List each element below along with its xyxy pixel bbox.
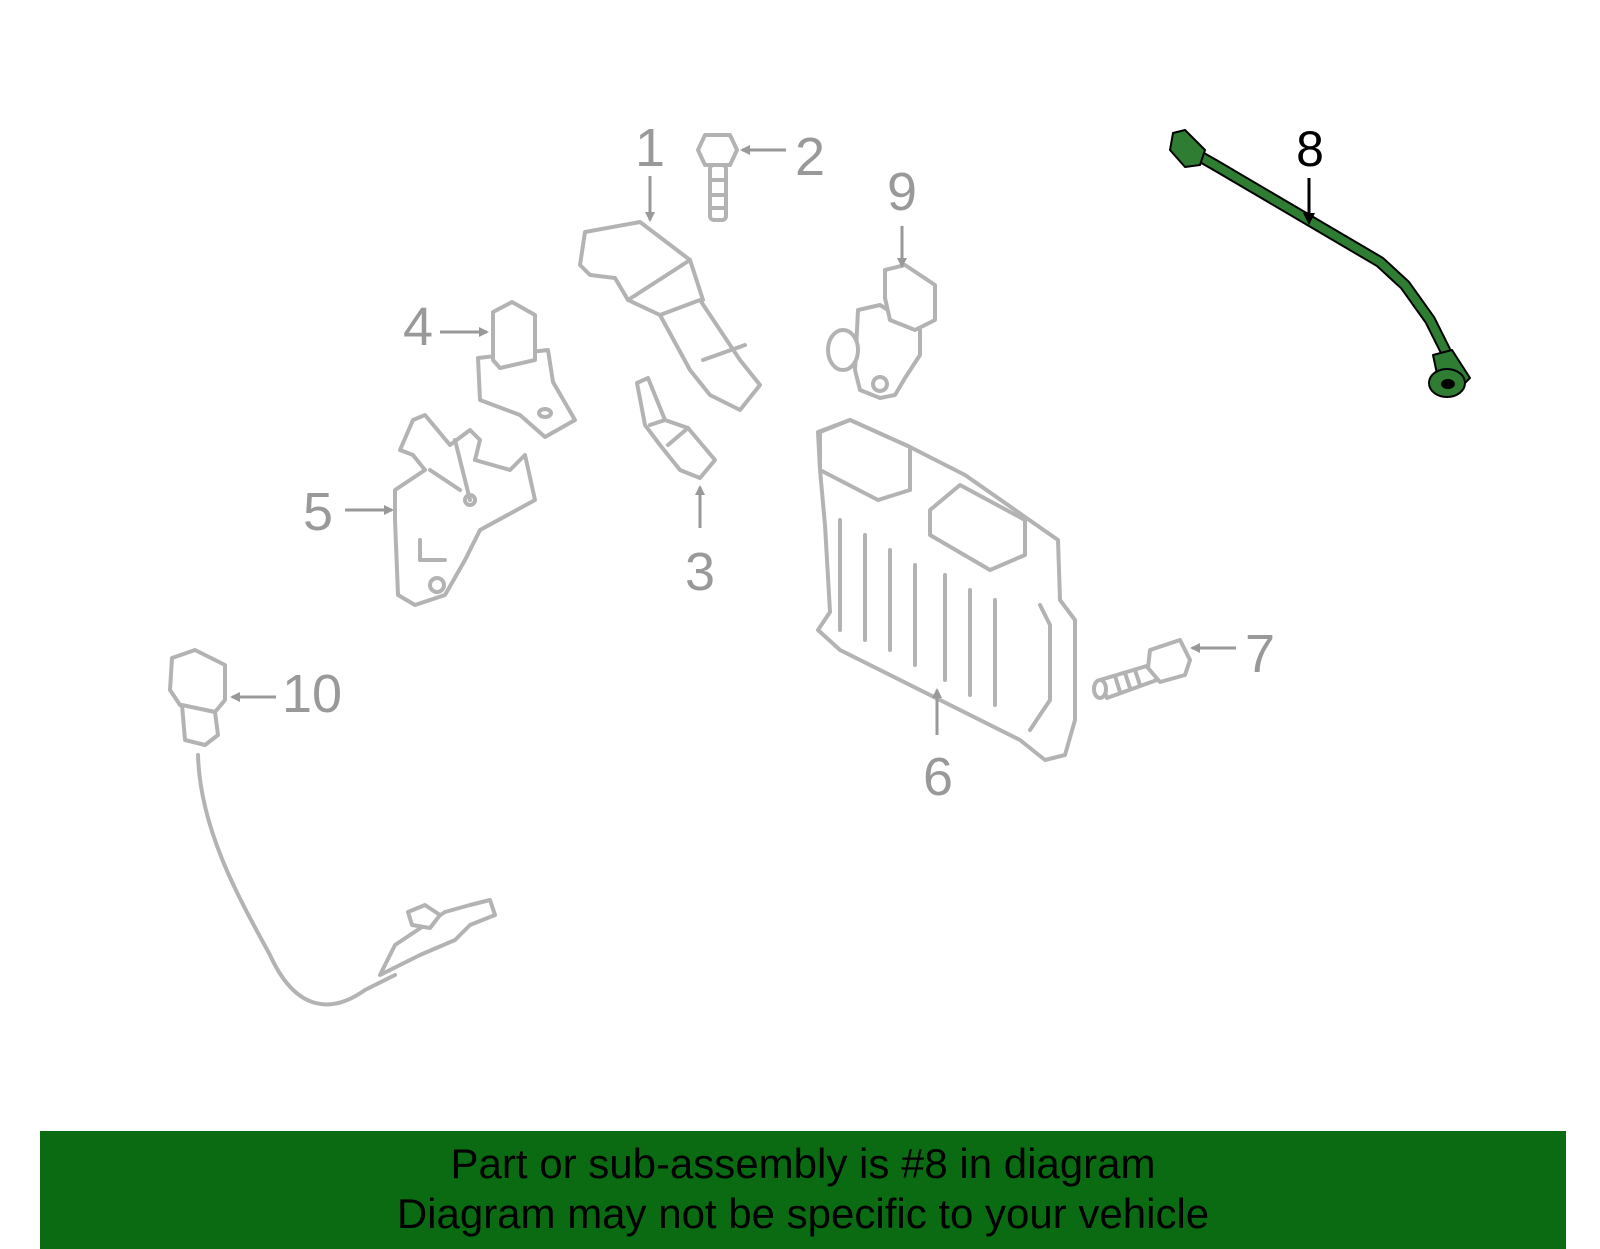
callout-7: 7: [1245, 624, 1275, 684]
part-1-ignition-coil[interactable]: [578, 220, 762, 412]
callout-4: 4: [403, 297, 433, 357]
callout-5: 5: [303, 482, 333, 542]
callout-10: 10: [282, 664, 342, 724]
callout-8: 8: [1296, 121, 1324, 177]
callout-9: 9: [887, 162, 917, 222]
part-info-banner: Part or sub-assembly is #8 in diagram Di…: [40, 1131, 1566, 1249]
part-2-bolt[interactable]: [696, 133, 739, 222]
part-7-bolt[interactable]: [1092, 638, 1192, 700]
part-3-spark-plug[interactable]: [635, 376, 717, 480]
part-10-wired-sensor[interactable]: [168, 648, 497, 1007]
callout-1: 1: [635, 118, 665, 178]
part-9-cam-sensor[interactable]: [826, 263, 937, 400]
part-5-bracket[interactable]: [393, 413, 537, 607]
part-6-ecu[interactable]: [816, 418, 1077, 762]
banner-line-2: Diagram may not be specific to your vehi…: [396, 1190, 1210, 1237]
callout-2: 2: [795, 127, 825, 187]
callout-3: 3: [685, 542, 715, 602]
callout-6: 6: [923, 747, 953, 807]
part-4-sensor[interactable]: [476, 300, 577, 439]
part-8-knock-sensor[interactable]: [1169, 129, 1471, 398]
banner-line-1: Part or sub-assembly is #8 in diagram: [450, 1140, 1156, 1187]
